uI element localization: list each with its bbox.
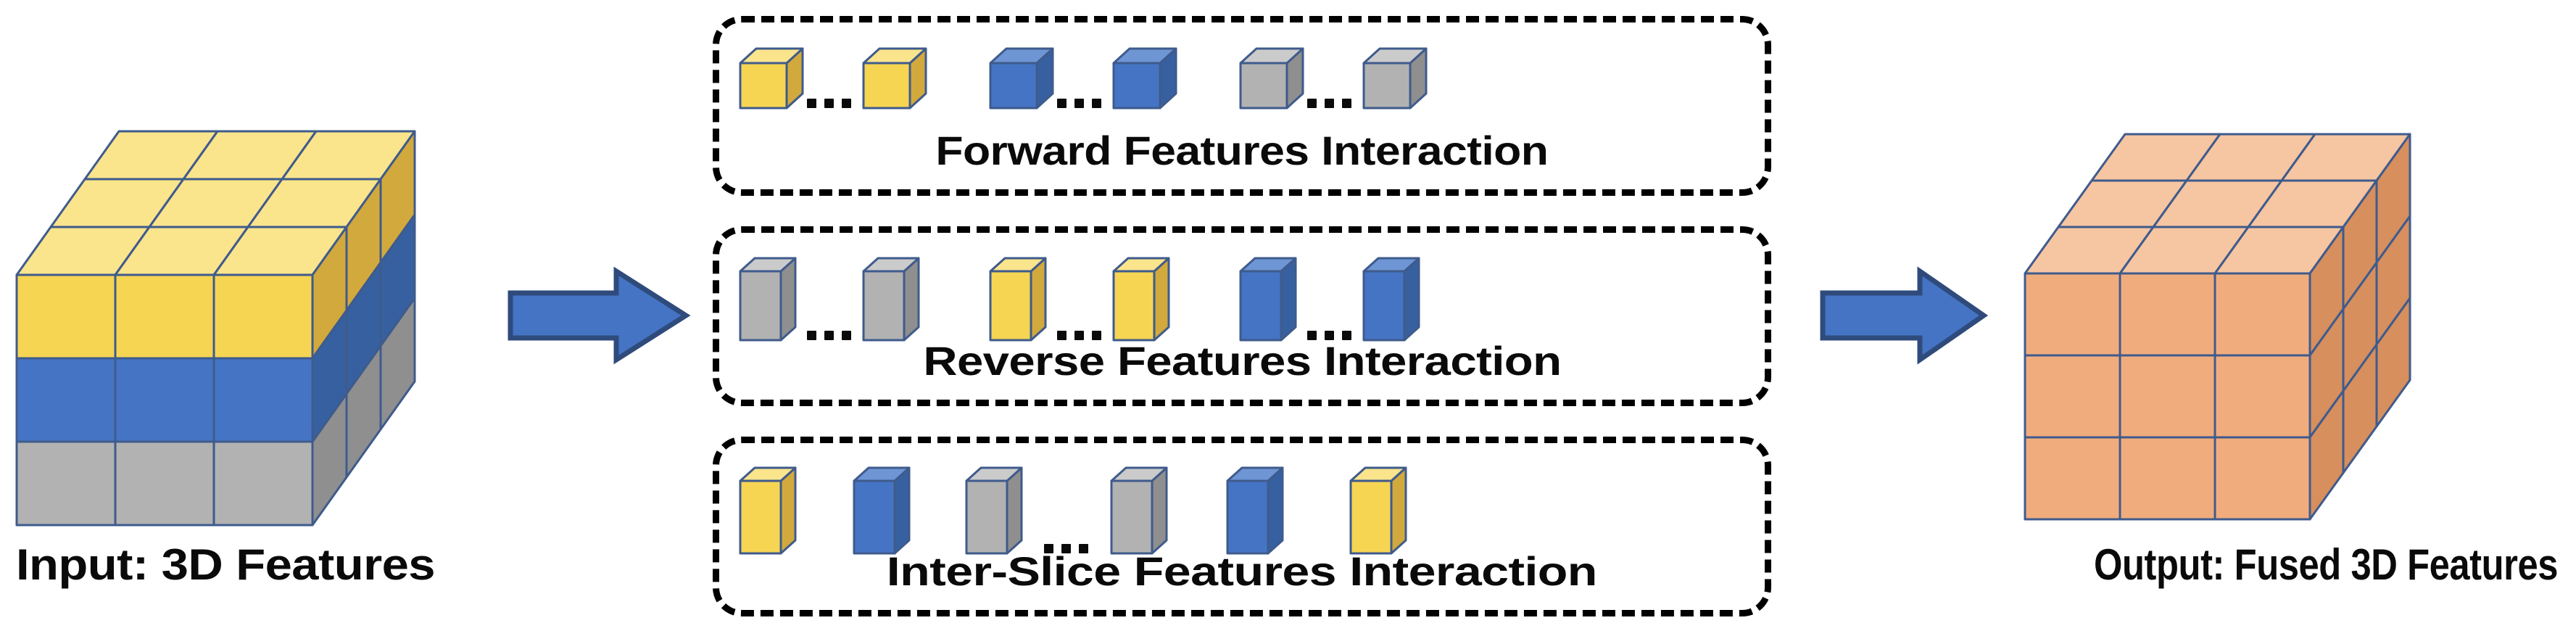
- arrow-input-to-interaction: [508, 266, 691, 365]
- ellipsis-dots: [1057, 99, 1101, 108]
- ellipsis-dots: [1044, 544, 1088, 553]
- input-caption: Input: 3D Features: [16, 540, 436, 589]
- feature-block-gray: [1238, 46, 1305, 110]
- feature-block-yellow: [861, 46, 928, 110]
- input-3d-cube: [15, 129, 479, 527]
- ellipsis-dots: [807, 99, 851, 108]
- feature-block-gray: [738, 256, 798, 342]
- reverse-interaction-label: Reverse Features Interaction: [923, 338, 1562, 384]
- feature-block-blue: [1238, 256, 1298, 342]
- ellipsis-dots: [1307, 331, 1351, 340]
- feature-block-yellow: [1349, 466, 1408, 556]
- feature-block-blue: [1111, 46, 1178, 110]
- forward-interaction-label: Forward Features Interaction: [935, 128, 1549, 173]
- feature-block-yellow: [988, 256, 1048, 342]
- ellipsis-dots: [807, 331, 851, 340]
- feature-block-yellow: [738, 46, 805, 110]
- feature-block-gray: [861, 256, 921, 342]
- feature-block-blue: [1225, 466, 1285, 556]
- feature-block-gray: [1109, 466, 1169, 556]
- forward-interaction-box: [713, 16, 1771, 196]
- feature-block-gray: [1362, 46, 1428, 110]
- ellipsis-dots: [1057, 331, 1101, 340]
- output-3d-cube: [2023, 132, 2472, 524]
- inter-slice-interaction-box: [713, 437, 1771, 616]
- reverse-interaction-box: [713, 226, 1771, 406]
- feature-block-blue: [1362, 256, 1421, 342]
- feature-block-blue: [852, 466, 911, 556]
- output-caption: Output: Fused 3D Features: [2094, 540, 2558, 589]
- feature-block-blue: [988, 46, 1055, 110]
- feature-block-gray: [964, 466, 1024, 556]
- feature-block-yellow: [1111, 256, 1171, 342]
- feature-block-yellow: [738, 466, 798, 556]
- arrow-interaction-to-output: [1820, 266, 1989, 365]
- ellipsis-dots: [1307, 99, 1351, 108]
- inter-slice-interaction-label: Inter-Slice Features Interaction: [886, 548, 1598, 594]
